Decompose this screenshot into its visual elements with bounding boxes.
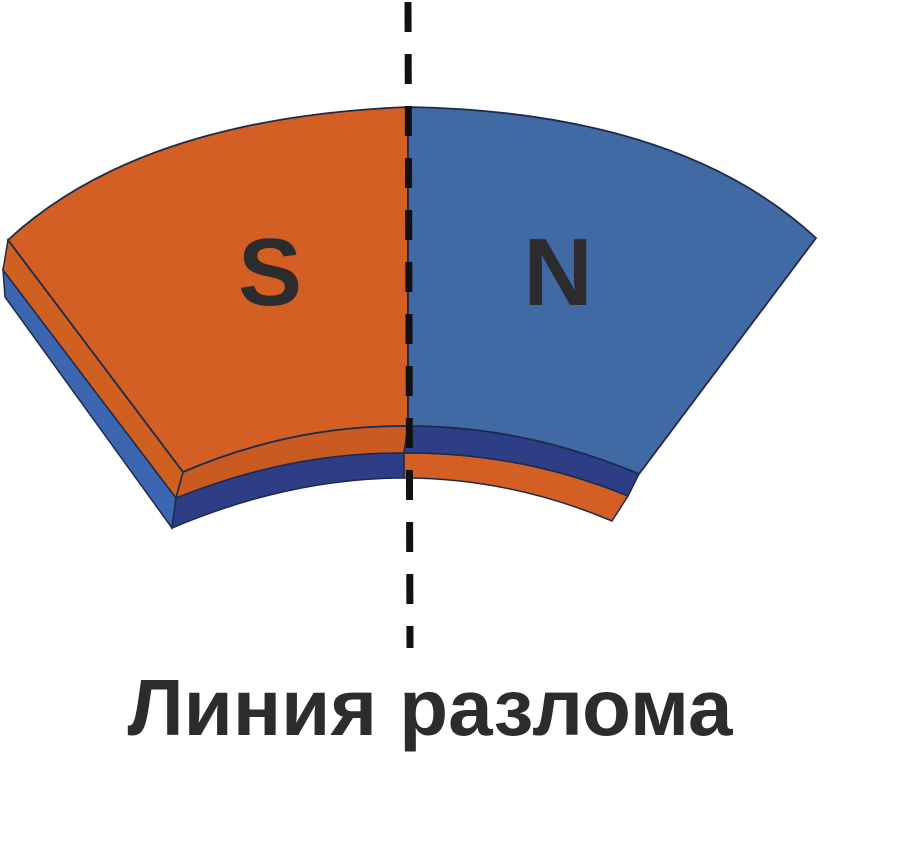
fault-line-caption: Линия разлома [127,663,733,752]
fault-line [404,1,414,649]
south-top-face [6,106,409,474]
north-top-face [407,106,818,476]
south-pole-label: S [238,219,302,326]
north-pole-label: N [523,219,592,326]
